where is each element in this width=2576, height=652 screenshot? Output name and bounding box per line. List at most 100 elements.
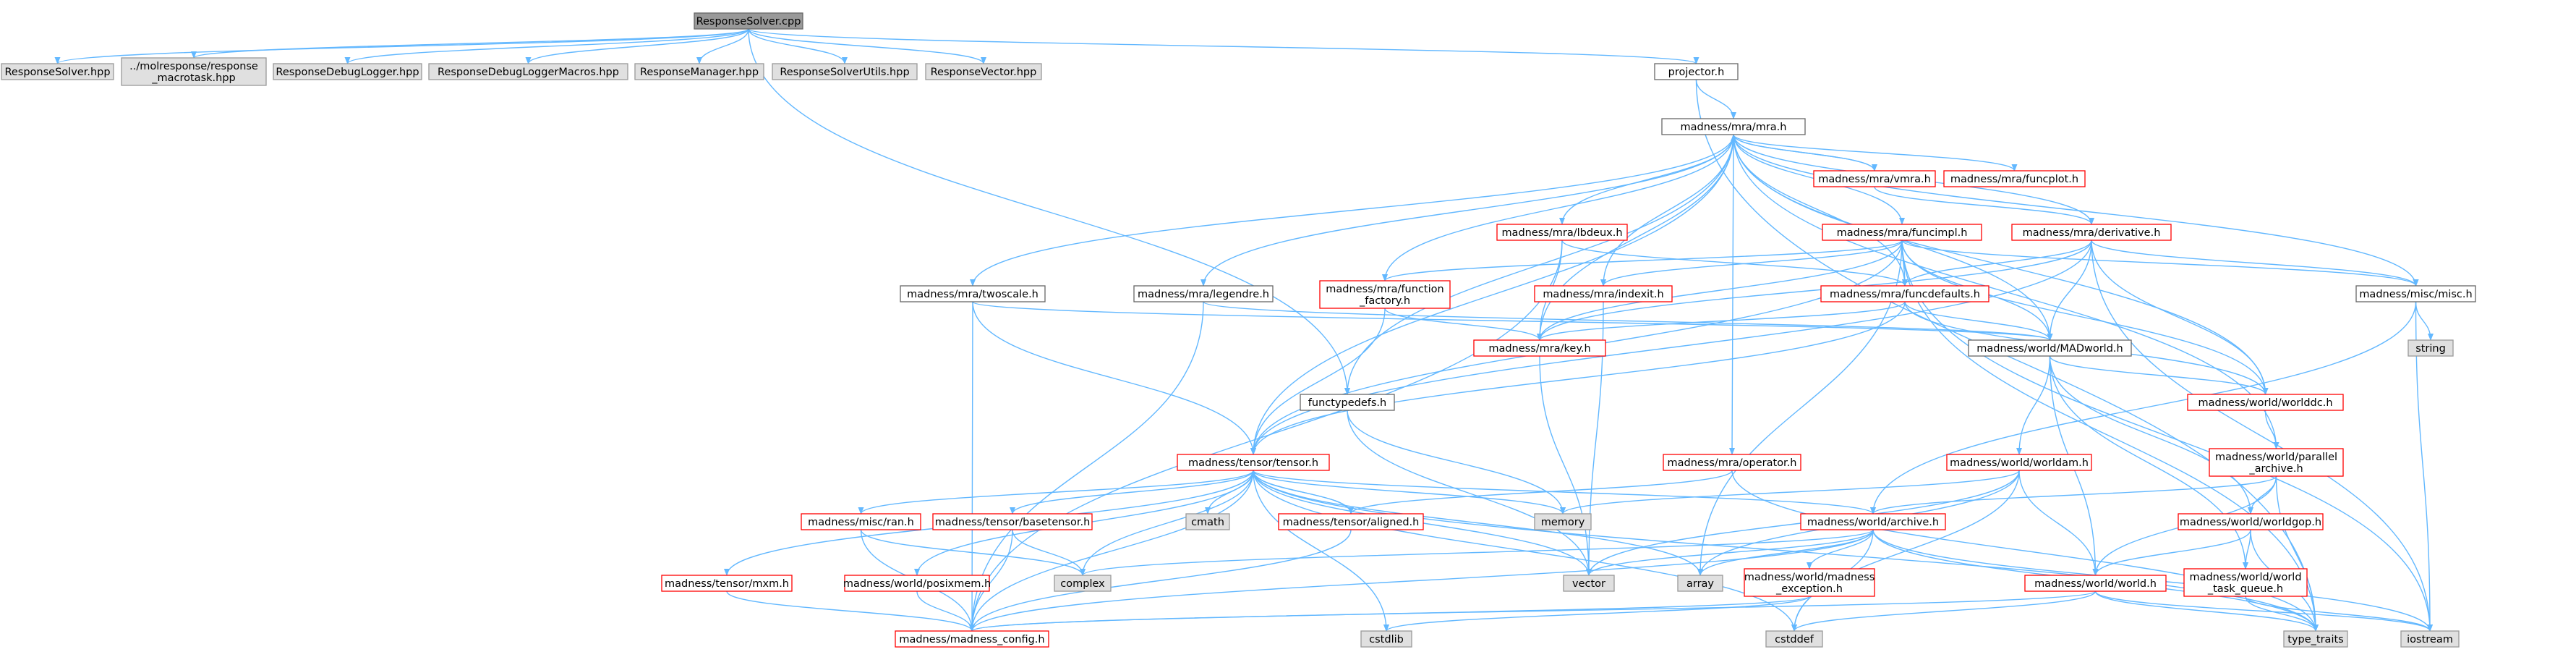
node-label: madness/world/parallel [2215, 452, 2337, 463]
node-label: cstddef [1775, 634, 1814, 645]
node-funcdefaults[interactable]: madness/mra/funcdefaults.h [1820, 285, 1989, 302]
node-vector: vector [1563, 575, 1615, 592]
node-key[interactable]: madness/mra/key.h [1473, 339, 1606, 357]
edge-func_factory-to-key [1384, 308, 1543, 341]
node-label: iostream [2407, 634, 2453, 645]
node-box [1946, 454, 2092, 471]
node-madworld[interactable]: madness/world/MADworld.h [1968, 339, 2132, 357]
node-func-factory[interactable]: madness/mra/function_factory.h [1319, 280, 1451, 309]
node-aligned[interactable]: madness/tensor/aligned.h [1278, 513, 1424, 530]
node-misc[interactable]: madness/misc/misc.h [2355, 285, 2476, 302]
node-label: madness/world/worlddc.h [2198, 397, 2332, 409]
node-box [1800, 513, 1946, 530]
edge-mra-to-parallel_archive [1733, 134, 2279, 449]
node-parallel-archive[interactable]: madness/world/parallel_archive.h [2209, 448, 2344, 477]
edge-archive-to-complex [1080, 529, 1874, 576]
edge-key-to-vector [1539, 355, 1592, 576]
node-legendre[interactable]: madness/mra/legendre.h [1133, 285, 1274, 302]
edge-mra-to-key [1537, 134, 1734, 341]
node-mxm[interactable]: madness/tensor/mxm.h [661, 575, 793, 592]
node-label: ResponseDebugLogger.hpp [276, 67, 419, 78]
node-box [1822, 224, 1982, 241]
node-box [1278, 513, 1424, 530]
node-label: ResponseSolver.hpp [4, 67, 110, 78]
node-twoscale[interactable]: madness/mra/twoscale.h [900, 285, 1046, 302]
edge-world_h-to-iostream [2094, 590, 2433, 632]
node-root[interactable]: ResponseSolver.cpp [694, 12, 803, 30]
node-projector[interactable]: projector.h [1654, 63, 1739, 80]
node-derivative[interactable]: madness/mra/derivative.h [2011, 224, 2172, 241]
node-mra[interactable]: madness/mra/mra.h [1661, 118, 1806, 135]
node-functypedefs[interactable]: functypedefs.h [1300, 394, 1395, 411]
node-memory: memory [1534, 513, 1592, 530]
node-label: _archive.h [2248, 463, 2303, 475]
edge-mra-to-funcdefaults [1733, 134, 1908, 287]
node-label: madness/world/worldam.h [1950, 457, 2089, 469]
node-operator[interactable]: madness/mra/operator.h [1663, 454, 1801, 471]
node-tensor[interactable]: madness/tensor/tensor.h [1177, 454, 1330, 471]
node-archive[interactable]: madness/world/archive.h [1800, 513, 1946, 530]
node-label: madness/mra/vmra.h [1818, 174, 1931, 185]
node-box [1300, 394, 1395, 411]
node-funcimpl[interactable]: madness/mra/funcimpl.h [1822, 224, 1982, 241]
edge-worldgop-to-world_h [2092, 529, 2251, 576]
node-box [2187, 394, 2344, 411]
node-worlddc[interactable]: madness/world/worlddc.h [2187, 394, 2344, 411]
edge-root-to-macrotask [191, 28, 749, 59]
node-label: memory [1541, 517, 1585, 528]
node-box [634, 63, 764, 80]
edge-world_h-to-type_traits [2094, 590, 2319, 632]
node-worldam[interactable]: madness/world/worldam.h [1946, 454, 2092, 471]
node-iostream: iostream [2400, 630, 2460, 648]
node-box [2178, 513, 2324, 530]
node-label: madness/tensor/basetensor.h [935, 517, 1091, 528]
node-lbdeux[interactable]: madness/mra/lbdeux.h [1496, 224, 1628, 241]
edge-mra-to-operator [1729, 134, 1736, 455]
node-box [844, 575, 990, 592]
node-box [772, 63, 918, 80]
node-ran[interactable]: madness/misc/ran.h [801, 513, 921, 530]
node-box [2024, 575, 2167, 592]
edge-basetensor-to-config [969, 529, 1013, 632]
edge-legendre-to-madworld [1203, 301, 2053, 341]
node-array: array [1677, 575, 1723, 592]
edge-worlddc-to-parallel_archive [2264, 410, 2279, 449]
node-box [273, 63, 422, 80]
node-task-queue[interactable]: madness/world/world_task_queue.h [2183, 568, 2308, 597]
edge-tensor-to-memory [1253, 470, 1566, 515]
edge-mad_exception-to-cstdlib [1383, 596, 1810, 632]
node-vmra[interactable]: madness/mra/vmra.h [1813, 170, 1936, 187]
edge-basetensor-to-complex [1012, 529, 1086, 576]
node-posixmem[interactable]: madness/world/posixmem.h [843, 575, 991, 592]
edge-mra-to-indexit [1600, 134, 1734, 287]
node-mad-exception[interactable]: madness/world/madness_exception.h [1744, 568, 1875, 597]
edge-root-to-dbg_macros [525, 28, 749, 64]
node-label: madness/world/worldgop.h [2180, 517, 2321, 528]
node-label: ResponseManager.hpp [640, 67, 759, 78]
node-world-h[interactable]: madness/world/world.h [2024, 575, 2167, 592]
node-box [900, 285, 1046, 302]
node-label: _macrotask.hpp [151, 72, 235, 84]
node-label: ResponseSolver.cpp [696, 16, 801, 27]
edge-derivative-to-tensor [1250, 240, 2092, 455]
node-indexit[interactable]: madness/mra/indexit.h [1534, 285, 1673, 302]
edge-funcimpl-to-iostream [1901, 240, 2433, 632]
node-basetensor[interactable]: madness/tensor/basetensor.h [932, 513, 1093, 530]
node-worldgop[interactable]: madness/world/worldgop.h [2178, 513, 2324, 530]
node-box [694, 12, 803, 30]
edge-funcdefaults-to-tensor [1250, 301, 1906, 455]
node-box [1677, 575, 1723, 592]
node-box [428, 63, 628, 80]
edge-derivative-to-madworld [2047, 240, 2092, 341]
node-label: string [2415, 343, 2446, 355]
edge-misc-to-iostream [2415, 301, 2433, 632]
node-config[interactable]: madness/madness_config.h [895, 630, 1049, 648]
edge-funcimpl-to-type_traits [1901, 240, 2319, 632]
node-box [1968, 339, 2132, 357]
edge-archive-to-config [969, 529, 1874, 632]
node-box [801, 513, 921, 530]
node-box [1943, 170, 2086, 187]
node-funcplot[interactable]: madness/mra/funcplot.h [1943, 170, 2086, 187]
edge-misc-to-string [2415, 301, 2434, 341]
edge-funcimpl-to-worlddc [1901, 240, 2269, 395]
